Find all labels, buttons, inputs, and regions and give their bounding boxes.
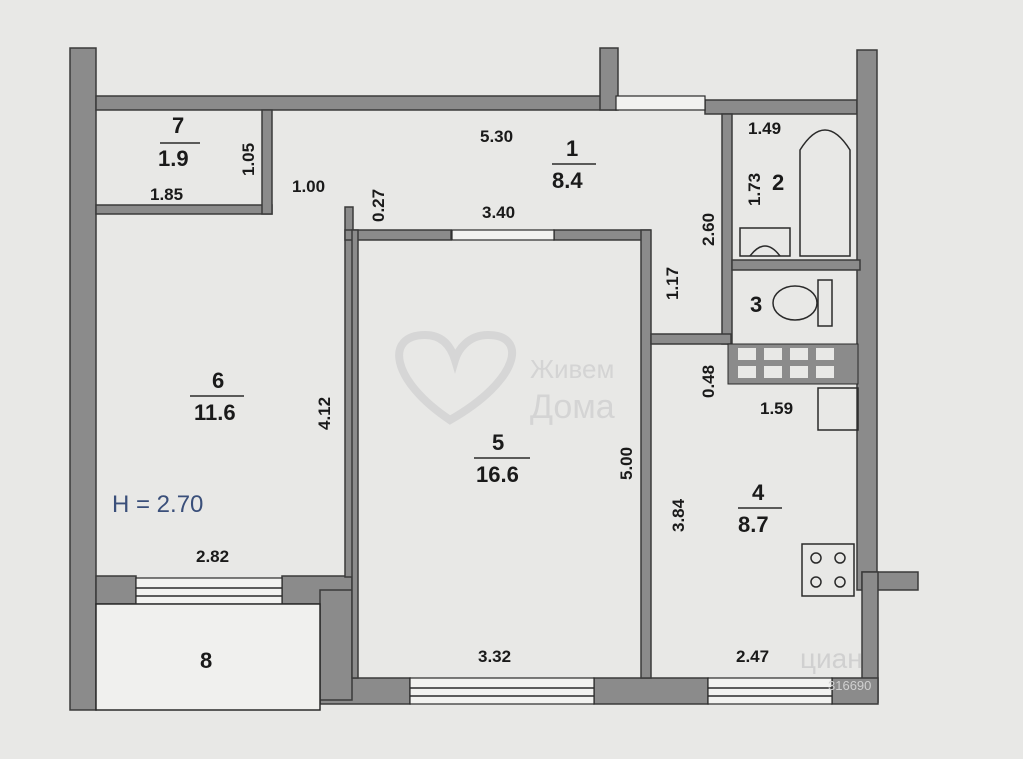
stove-icon [801,543,855,597]
wall-top-left [95,95,617,111]
dim-3-84: 3.84 [669,498,688,532]
toilet-icon [772,279,833,327]
wall-top-stub [599,47,619,111]
wall-bottom-b [593,677,709,705]
room-8-number: 8 [200,648,212,673]
fixtures [727,129,859,597]
watermark-line1: Живем [530,354,614,384]
wall-balcony-side [319,589,353,701]
room-6-number: 6 [212,368,224,393]
ceiling-height-label: H = 2.70 [112,491,203,518]
watermark-line2: Дома [530,388,615,426]
room-4-number: 4 [752,480,765,505]
dimension-labels: 5.30 1.49 1.05 1.85 1.00 0.27 3.40 2.60 … [150,119,793,666]
door-room5 [451,229,555,241]
room-2-number: 2 [772,170,784,195]
room-3-number: 3 [750,292,762,317]
dim-3-32: 3.32 [478,647,511,666]
wall-bath-bottom [731,259,861,271]
cian-watermark-id: 316690 [828,678,871,693]
balcony-door [135,577,283,605]
interior-walls [95,109,861,679]
room-4-area: 8.7 [738,512,769,537]
dim-1-59: 1.59 [760,399,793,418]
washbasin-bowl [749,245,781,257]
dim-0-27: 0.27 [369,189,388,222]
room-7-number: 7 [172,113,184,138]
wall-room5-right [640,229,652,679]
dim-2-60: 2.60 [699,213,718,246]
heart-logo-icon [395,330,517,425]
wall-bottom-c [831,677,879,705]
room-1-area: 8.4 [552,168,583,193]
window-top [615,95,706,111]
room-7-area: 1.9 [158,146,189,171]
dim-2-47: 2.47 [736,647,769,666]
washbasin-icon [739,227,791,257]
balcony-area [95,603,321,711]
window-room5 [409,677,595,705]
dim-3-40: 3.40 [482,203,515,222]
radiator-icon [727,343,859,385]
wall-kitchen-top [650,333,732,345]
cian-watermark: циан [800,643,863,674]
dim-4-12: 4.12 [315,397,334,430]
wall-room5-left [351,229,359,679]
room-1-number: 1 [566,136,578,161]
wall-top-right [704,99,858,115]
brand-watermark: Живем Дома [395,330,615,426]
dim-5-00: 5.00 [617,447,636,480]
wall-right [856,49,878,591]
dim-1-49: 1.49 [748,119,781,138]
wall-balcony-left [95,575,137,605]
dim-1-17: 1.17 [663,267,682,300]
wall-room5-top-left [344,229,452,241]
wall-bath-left [721,113,733,345]
room-5-area: 16.6 [476,462,519,487]
room-labels: 7 1.9 1 8.4 2 3 6 11.6 5 16.6 4 8.7 8 [158,113,784,673]
exterior-walls [69,47,919,711]
dim-5-30: 5.30 [480,127,513,146]
dim-2-82: 2.82 [196,547,229,566]
dim-1-73: 1.73 [745,173,764,206]
kitchen-sink-icon [817,387,859,431]
room-5-number: 5 [492,430,504,455]
wall-room5-top-right [553,229,651,241]
windows [135,95,833,705]
dim-1-00: 1.00 [292,177,325,196]
dim-1-85: 1.85 [150,185,183,204]
window-kitchen [707,677,833,705]
room-6-area: 11.6 [194,400,236,425]
wall-left [69,47,97,711]
dim-0-48: 0.48 [699,365,718,398]
dim-1-05: 1.05 [239,143,258,176]
wall-room7-bottom [95,204,273,215]
wall-room7-right [261,109,273,215]
bathtub-icon [799,129,851,257]
